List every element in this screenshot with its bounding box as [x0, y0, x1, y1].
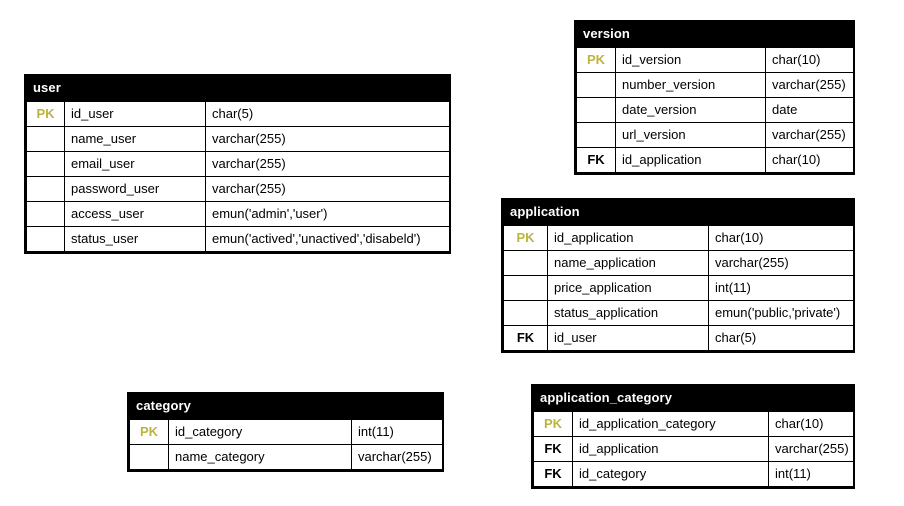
column-name: id_user [547, 325, 709, 351]
column-name: password_user [64, 176, 206, 202]
column-datatype: emun('actived','unactived','disabeld') [205, 226, 450, 252]
foreign-key-badge: FK [576, 147, 616, 173]
key-cell-empty [129, 444, 169, 470]
column-name: price_application [547, 275, 709, 301]
column-datatype: char(5) [205, 101, 450, 127]
key-cell-empty [503, 250, 548, 276]
column-datatype: int(11) [708, 275, 854, 301]
column-name: number_version [615, 72, 766, 98]
column-datatype: varchar(255) [765, 122, 854, 148]
entity-table-title: application_category [533, 386, 853, 411]
column-datatype: char(10) [765, 147, 854, 173]
column-datatype: varchar(255) [708, 250, 854, 276]
column-datatype: varchar(255) [205, 151, 450, 177]
key-cell-empty [503, 275, 548, 301]
entity-table-title: user [26, 76, 449, 101]
column-name: date_version [615, 97, 766, 123]
foreign-key-badge: FK [533, 436, 573, 462]
column-name: name_application [547, 250, 709, 276]
column-name: status_user [64, 226, 206, 252]
key-cell-empty [503, 300, 548, 326]
primary-key-badge: PK [503, 225, 548, 251]
column-name: id_user [64, 101, 206, 127]
key-cell-empty [26, 226, 65, 252]
column-name: id_application [572, 436, 769, 462]
column-name: id_category [572, 461, 769, 487]
key-cell-empty [26, 151, 65, 177]
primary-key-badge: PK [576, 47, 616, 73]
column-datatype: varchar(255) [768, 436, 854, 462]
column-name: status_application [547, 300, 709, 326]
column-name: url_version [615, 122, 766, 148]
column-datatype: varchar(255) [205, 176, 450, 202]
entity-table-title: version [576, 22, 853, 47]
column-datatype: char(10) [708, 225, 854, 251]
primary-key-badge: PK [533, 411, 573, 437]
column-name: id_version [615, 47, 766, 73]
column-name: id_application_category [572, 411, 769, 437]
column-name: id_application [547, 225, 709, 251]
key-cell-empty [576, 97, 616, 123]
column-datatype: char(5) [708, 325, 854, 351]
column-datatype: emun('public,'private') [708, 300, 854, 326]
foreign-key-badge: FK [503, 325, 548, 351]
entity-table-title: category [129, 394, 442, 419]
column-datatype: date [765, 97, 854, 123]
column-datatype: varchar(255) [765, 72, 854, 98]
column-name: name_user [64, 126, 206, 152]
primary-key-badge: PK [26, 101, 65, 127]
key-cell-empty [26, 176, 65, 202]
column-name: name_category [168, 444, 352, 470]
entity-table-title: application [503, 200, 853, 225]
column-name: access_user [64, 201, 206, 227]
column-name: id_application [615, 147, 766, 173]
key-cell-empty [576, 122, 616, 148]
key-cell-empty [26, 201, 65, 227]
column-name: id_category [168, 419, 352, 445]
column-datatype: char(10) [768, 411, 854, 437]
column-datatype: varchar(255) [351, 444, 443, 470]
key-cell-empty [576, 72, 616, 98]
column-datatype: varchar(255) [205, 126, 450, 152]
column-datatype: emun('admin','user') [205, 201, 450, 227]
column-datatype: int(11) [351, 419, 443, 445]
key-cell-empty [26, 126, 65, 152]
column-datatype: int(11) [768, 461, 854, 487]
column-datatype: char(10) [765, 47, 854, 73]
primary-key-badge: PK [129, 419, 169, 445]
column-name: email_user [64, 151, 206, 177]
foreign-key-badge: FK [533, 461, 573, 487]
